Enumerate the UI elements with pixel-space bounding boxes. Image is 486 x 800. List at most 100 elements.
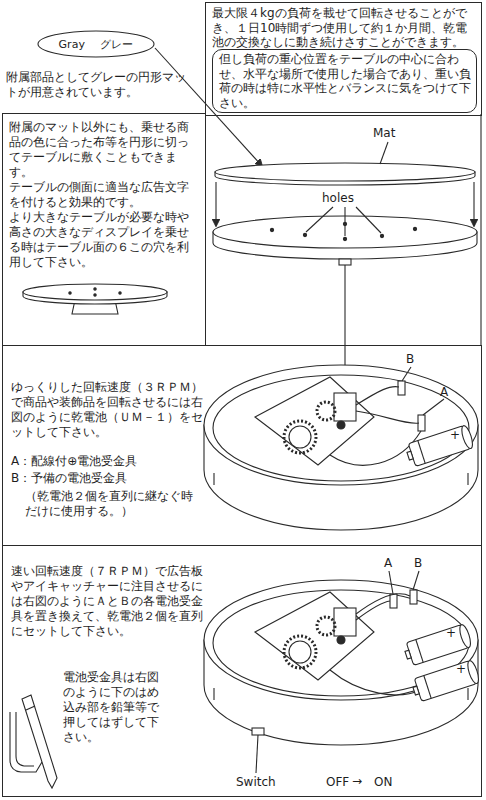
body-text: より大きなテーブルが必要な時や高さの大きなディスプレイを乗せる時はテーブル面の６…: [9, 210, 199, 270]
body-text: 附属のマット以外にも、乗せる商品の色に合った布等を円形に切ってテーブルに敷くこと…: [9, 120, 199, 180]
dish-top: [23, 284, 167, 300]
pencil-band: [26, 706, 35, 710]
leader-line: [256, 735, 258, 773]
body-text: ゆっくりした回転速度（３ＲＰＭ）で商品や装飾品を回転させるには右図のように乾電池…: [11, 380, 203, 440]
spindle-boss: [337, 421, 345, 429]
spec-box: 最大限４kgの負荷を載せて回転させることができ、１日10時間ずつ使用して約１か月…: [205, 2, 482, 116]
body-text: テーブルの側面に適当な広告文字を付けると効果的です。: [9, 180, 199, 210]
motor: [334, 393, 356, 421]
battery-end: [466, 659, 481, 684]
battery-clip: [410, 590, 417, 604]
frame-line: [480, 114, 481, 346]
switch-label: Switch: [236, 775, 276, 790]
leader-line: [389, 571, 393, 594]
body-text: 電池受金具は右図のように下のはめ込み部を鉛筆等で押してはずして下さい。: [63, 670, 163, 745]
switch-arrow: →: [352, 774, 362, 789]
tag-text: Gray グレー: [37, 30, 155, 58]
wire: [356, 411, 419, 423]
spindle-boss: [337, 636, 345, 644]
hole: [69, 292, 71, 294]
battery-band: [416, 639, 423, 662]
wire: [356, 387, 399, 405]
hole: [380, 234, 383, 237]
body-text: 最大限４kgの負荷を載せて回転させることができ、１日10時間ずつ使用して約１か月…: [212, 6, 476, 50]
part-label: Mat: [373, 126, 395, 141]
callout-letter: A: [384, 556, 392, 571]
body-text: B：予備の電池受金具: [11, 471, 203, 486]
gear: [317, 617, 335, 635]
hole: [413, 227, 416, 230]
gear: [289, 426, 311, 448]
wire: [330, 431, 421, 465]
battery: [404, 424, 474, 467]
base-shell: [204, 580, 478, 745]
polarity-mark: +: [450, 428, 460, 443]
hole: [94, 288, 96, 290]
mat-top: [215, 163, 475, 181]
hole: [303, 233, 306, 236]
base-shell: [204, 365, 478, 530]
mechanism-fast: [252, 590, 481, 735]
hole: [94, 294, 96, 296]
battery-nub: [413, 686, 419, 695]
motor-plate: [255, 377, 374, 465]
battery-end: [458, 623, 473, 648]
table-hub: [339, 259, 351, 265]
battery-clip: [398, 381, 405, 395]
mat-drawing: [215, 142, 475, 185]
motor: [334, 608, 356, 636]
body-text: 但し負荷の重心位置をテーブルの中心に合わせ、水平な場所で使用した場合であり、重い…: [219, 52, 471, 110]
battery-nub: [407, 451, 413, 460]
battery-clip: [390, 594, 397, 608]
leader-line: [344, 207, 345, 236]
polarity-mark: +: [446, 626, 456, 641]
battery-nub: [405, 650, 411, 659]
hole: [270, 228, 273, 231]
mechanism-slow: [255, 377, 475, 468]
caution-box: 但し負荷の重心位置をテーブルの中心に合わせ、水平な場所で使用した場合であり、重い…: [212, 49, 477, 113]
gear: [317, 402, 335, 420]
part-note: 附属部品としてグレーの円形マットが用意されています。: [6, 70, 192, 100]
polarity-mark: +: [456, 662, 466, 677]
leader-line: [306, 207, 333, 232]
battery-band: [424, 675, 431, 698]
body-text: （乾電池２個を直列に継なぐ時だけに使用する。）: [25, 489, 197, 519]
switch-lever: [252, 728, 264, 735]
placement-arrow: [215, 182, 216, 226]
wire: [330, 670, 420, 695]
hole: [119, 292, 121, 294]
gear: [284, 636, 316, 668]
part-label: holes: [322, 191, 354, 206]
slow-speed-box: ゆっくりした回転速度（３ＲＰＭ）で商品や装飾品を回転させるには右図のように乾電池…: [2, 345, 482, 546]
callout-letter: B: [414, 556, 422, 571]
color-mat-tag: Gray グレー: [37, 30, 155, 58]
pencil: [22, 695, 57, 788]
switch-state: OFF: [326, 775, 349, 790]
callout-letter: B: [406, 352, 414, 367]
placement-arrow: [473, 182, 474, 226]
battery-clip: [418, 415, 425, 431]
battery-end: [460, 424, 475, 449]
leader-line: [413, 571, 419, 590]
battery-band: [418, 440, 425, 463]
gear: [284, 421, 316, 453]
pencil-drawing: [10, 695, 57, 788]
mat-note-box: 附属のマット以外にも、乗せる商品の色に合った布等を円形に切ってテーブルに敷くこと…: [2, 113, 206, 346]
leader-line: [356, 207, 381, 233]
switch-state: ON: [374, 775, 392, 790]
leader-line: [380, 142, 388, 164]
wire: [356, 594, 410, 614]
body-text: 速い回転速度（７ＲＰＭ）で広告板やアイキャッチャーに注目させるには右図のようにＡ…: [11, 564, 203, 639]
hole: [343, 237, 346, 240]
small-table-drawing: [23, 284, 167, 314]
callout-letter: A: [440, 385, 448, 400]
leader-line: [423, 399, 444, 415]
body-text: A：配線付⊕電池受金具: [11, 454, 203, 469]
battery: [402, 623, 472, 666]
fast-speed-box: 速い回転速度（７ＲＰＭ）で広告板やアイキャッチャーに注目させるには右図のようにＡ…: [2, 545, 482, 797]
leader-line: [402, 367, 411, 381]
motor-plate: [255, 592, 374, 680]
